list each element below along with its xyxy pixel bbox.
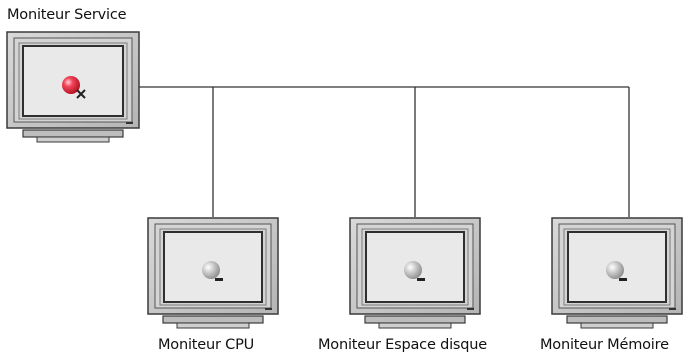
monitor-memory[interactable] [551, 217, 683, 329]
monitor-disk[interactable] [349, 217, 481, 329]
monitor-cpu[interactable] [147, 217, 279, 329]
red-ball-x-icon [62, 76, 86, 99]
monitor-service[interactable] [6, 31, 140, 143]
label-moniteur-cpu: Moniteur CPU [158, 337, 255, 353]
grey-ball-minus-icon [202, 261, 223, 281]
grey-ball-minus-icon [404, 261, 425, 281]
label-moniteur-memoire: Moniteur Mémoire [540, 337, 669, 353]
connector-lines [139, 86, 630, 217]
grey-ball-minus-icon [606, 261, 627, 281]
label-moniteur-espace-disque: Moniteur Espace disque [318, 337, 487, 353]
label-moniteur-service: Moniteur Service [7, 7, 127, 23]
